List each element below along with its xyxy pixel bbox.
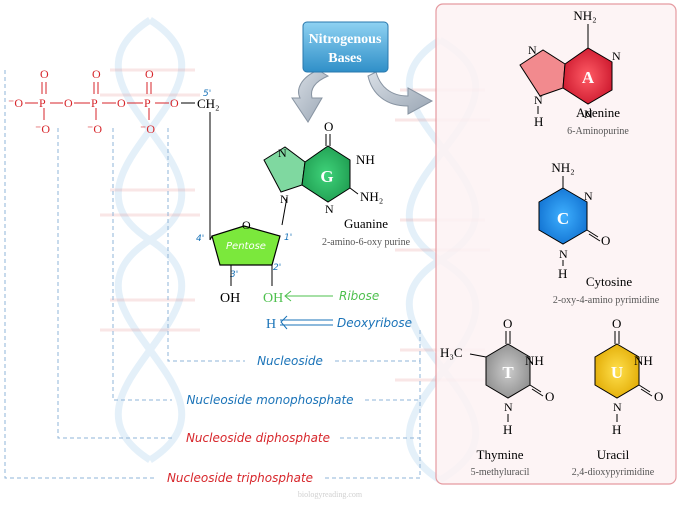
uracil-oxygen-top: O: [612, 316, 621, 331]
guanine-n9: N: [280, 192, 289, 206]
guanine-letter: G: [320, 167, 333, 186]
guanine-name: Guanine: [344, 216, 388, 231]
curved-arrow-to-guanine: [291, 69, 330, 123]
adenine-h: H: [534, 114, 543, 129]
hydroxyl-2-ribose: OH: [263, 291, 283, 306]
label-nucleoside-monophosphate: Nucleoside monophosphate: [186, 393, 353, 407]
cytosine-h: H: [558, 266, 567, 281]
adenine-n7: N: [528, 43, 537, 57]
thymine-n1: N: [504, 400, 513, 414]
nucleotide-brackets: [4, 70, 421, 479]
pentose-ring: [211, 225, 281, 266]
hydroxyl-3: OH: [220, 291, 240, 306]
callout-line-2: Bases: [328, 51, 362, 66]
uracil-n1: N: [613, 400, 622, 414]
adenine-nh2: NH₂: [573, 8, 596, 23]
oxygen-top-gamma: O: [40, 67, 49, 81]
bridge-oxygen-2: O: [117, 96, 126, 110]
carbon-4-label: 4': [196, 234, 204, 244]
adenine-n9: N: [534, 93, 543, 107]
guanine-nh: NH: [356, 152, 375, 167]
adenine-subtitle: 6-Aminopurine: [567, 126, 629, 137]
phosphorus-gamma: P: [39, 96, 46, 110]
guanine-nh2: NH₂: [360, 189, 383, 204]
carbon-1-label: 1': [284, 233, 292, 243]
label-nucleoside: Nucleoside: [257, 354, 323, 368]
carbon-3-label: 3': [230, 270, 238, 280]
thymine-name: Thymine: [477, 447, 524, 462]
deoxyribose-label: Deoxyribose: [337, 316, 412, 330]
guanine-n3: N: [325, 202, 334, 216]
ring-oxygen: O: [242, 218, 251, 232]
thymine-oxygen-side: O: [545, 389, 554, 404]
adenine-n1: N: [612, 49, 621, 63]
oxygen-bottom-alpha: ⁻O: [140, 122, 155, 136]
phosphate-chain: ⁻O P O ⁻O O P O ⁻O O P O ⁻O O: [8, 67, 179, 136]
thymine-ch3: H₃C: [440, 345, 463, 360]
uracil-ring: [594, 343, 640, 399]
hydrogen-2-deoxyribose: H: [266, 317, 276, 332]
carbon-5-label: 5': [203, 89, 211, 99]
oxygen-bottom-gamma: ⁻O: [35, 122, 50, 136]
uracil-name: Uracil: [597, 447, 630, 462]
guanine-subtitle: 2-amino-6-oxy purine: [322, 237, 411, 248]
guanine-oxygen: O: [324, 119, 333, 134]
callout-line-1: Nitrogenous: [309, 32, 382, 47]
thymine-subtitle: 5-methyluracil: [471, 467, 530, 478]
uracil-h: H: [612, 422, 621, 437]
oxygen-top-alpha: O: [145, 67, 154, 81]
label-nucleoside-triphosphate: Nucleoside triphosphate: [167, 471, 313, 485]
cytosine-ring: [538, 187, 588, 245]
label-nucleoside-diphosphate: Nucleoside diphosphate: [186, 431, 330, 445]
cytosine-letter: C: [557, 209, 569, 228]
ch2-group: CH₂: [197, 96, 220, 111]
cytosine-oxygen: O: [601, 233, 610, 248]
thymine-oxygen-top: O: [503, 316, 512, 331]
carbon-2-label: 2': [273, 263, 281, 273]
curved-arrow-to-panel: [367, 71, 434, 115]
uracil-subtitle: 2,4-dioxypyrimidine: [572, 467, 655, 478]
watermark: biologyreading.com: [298, 490, 363, 499]
guanine-n7: N: [278, 146, 287, 160]
cytosine-n3: N: [584, 189, 593, 203]
ribose-label: Ribose: [339, 289, 379, 303]
nitrogenous-bases-callout: [302, 21, 389, 73]
terminal-oxygen: ⁻O: [8, 96, 23, 110]
pentose-label: Pentose: [226, 241, 266, 252]
uracil-nh: NH: [634, 353, 653, 368]
adenine-n3: N: [584, 107, 593, 121]
bridge-oxygen-1: O: [64, 96, 73, 110]
thymine-nh: NH: [525, 353, 544, 368]
cytosine-nh2: NH₂: [551, 160, 574, 175]
cytosine-subtitle: 2-oxy-4-amino pyrimidine: [553, 295, 660, 306]
cytosine-name: Cytosine: [586, 274, 632, 289]
bridge-oxygen-3: O: [170, 96, 179, 110]
adenine-name: Adenine: [576, 105, 620, 120]
phosphorus-alpha: P: [144, 96, 151, 110]
oxygen-top-beta: O: [92, 67, 101, 81]
thymine-h: H: [503, 422, 512, 437]
cytosine-n1: N: [559, 247, 568, 261]
thymine-letter: T: [502, 363, 514, 382]
uracil-oxygen-side: O: [654, 389, 663, 404]
phosphorus-beta: P: [91, 96, 98, 110]
oxygen-bottom-beta: ⁻O: [87, 122, 102, 136]
uracil-letter: U: [611, 363, 623, 382]
adenine-letter: A: [582, 68, 595, 87]
